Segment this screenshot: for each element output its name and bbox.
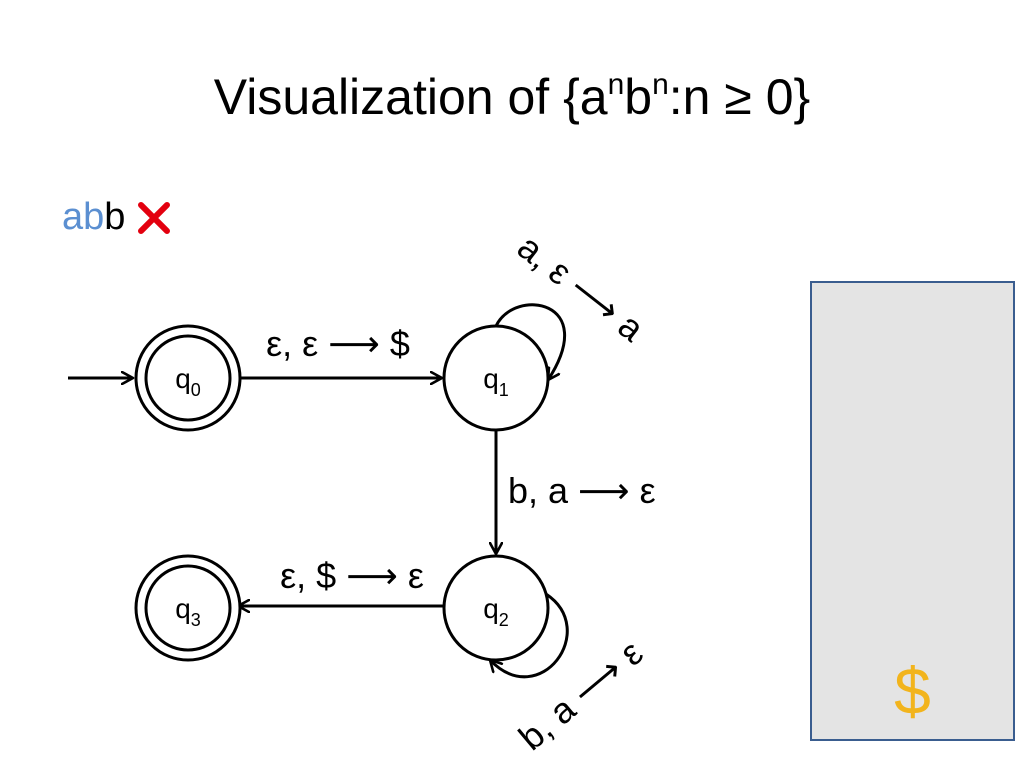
state-q2: q2 (442, 554, 550, 662)
state-q1-subscript: 1 (499, 380, 509, 400)
state-q0: q0 (134, 324, 242, 432)
consumed-input: ab (62, 196, 105, 238)
transition-q0-q1-label: ε, ε ⟶ $ (266, 323, 410, 364)
state-q3-label: q (175, 593, 191, 624)
transition-q2-loop (490, 592, 569, 679)
stack-panel: $ (810, 281, 1015, 741)
state-q0-label: q (175, 363, 191, 394)
transition-q1-loop-label: a, ε ⟶ a (510, 226, 652, 350)
stack-item-dollar: $ (894, 654, 931, 728)
title-superscript-n: n (607, 68, 625, 101)
svg-text:q0: q0 (175, 363, 201, 400)
state-q3: q3 (134, 554, 242, 662)
svg-text:q2: q2 (483, 593, 509, 630)
state-q2-subscript: 2 (499, 610, 509, 630)
title-superscript-n: n (652, 68, 669, 101)
state-q2-label: q (483, 593, 499, 624)
transition-q1-q2-label: b, a ⟶ ε (508, 470, 656, 511)
title-prefix: Visualization of {a (213, 69, 608, 125)
svg-text:q3: q3 (175, 593, 201, 630)
slide-title: Visualization of {anbn:n ≥ 0} (0, 62, 1024, 132)
state-q1: q1 (442, 324, 550, 432)
transition-q2-loop-label: b, a ⟶ ε (511, 632, 651, 758)
cross-icon (137, 198, 171, 248)
svg-text:q1: q1 (483, 363, 509, 400)
state-q1-label: q (483, 363, 499, 394)
input-word: abb (62, 192, 171, 248)
title-mid: b (624, 69, 653, 125)
state-q3-subscript: 3 (191, 610, 201, 630)
remaining-input: b (104, 196, 126, 238)
state-q0-subscript: 0 (191, 380, 201, 400)
automaton-diagram: q0 ε, ε ⟶ $ q1 a, ε ⟶ a b, a ⟶ ε q2 b, a… (68, 226, 656, 758)
transition-q1-loop (494, 303, 566, 380)
title-suffix: :n ≥ 0} (668, 69, 811, 125)
transition-q2-q3-label: ε, $ ⟶ ε (280, 555, 424, 596)
